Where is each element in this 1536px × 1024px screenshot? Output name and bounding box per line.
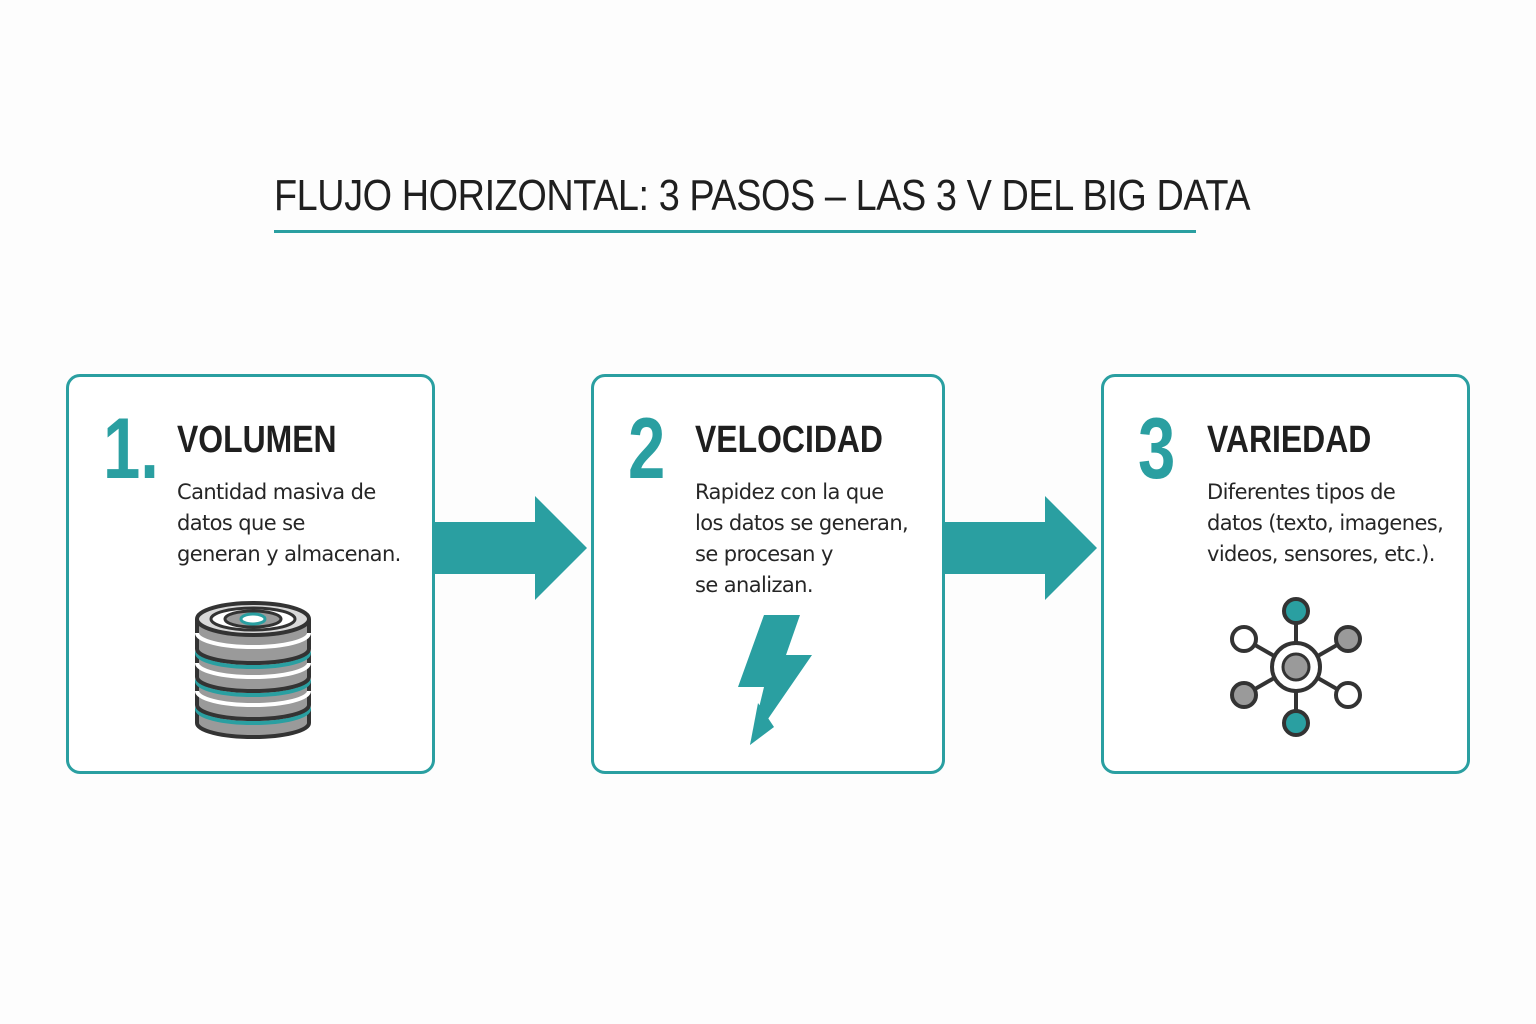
step-description: Rapidez con la que los datos se generan,…: [695, 477, 935, 601]
database-icon: [191, 597, 315, 750]
step-title: VARIEDAD: [1207, 419, 1372, 461]
step-title: VELOCIDAD: [695, 419, 883, 461]
description-line: se analizan.: [695, 573, 814, 597]
step-description: Cantidad masiva de datos que se generan …: [177, 477, 427, 570]
title-underline: [274, 230, 1196, 233]
step-description: Diferentes tipos de datos (texto, imagen…: [1207, 477, 1467, 570]
description-line: Diferentes tipos de: [1207, 480, 1396, 504]
lightning-bolt-icon: [734, 613, 814, 752]
description-line: Cantidad masiva de: [177, 480, 376, 504]
description-line: datos (texto, imagenes,: [1207, 511, 1444, 535]
step-title: VOLUMEN: [177, 419, 337, 461]
step-number: 2: [628, 401, 666, 497]
step-card-variedad: 3 VARIEDAD Diferentes tipos de datos (te…: [1101, 374, 1470, 774]
description-line: Rapidez con la que: [695, 480, 884, 504]
description-line: los datos se generan,: [695, 511, 909, 535]
title-block: FLUJO HORIZONTAL: 3 PASOS – LAS 3 V DEL …: [274, 170, 1251, 234]
arrow-right-icon: [943, 496, 1097, 605]
description-line: datos que se: [177, 511, 305, 535]
network-icon: [1228, 595, 1364, 744]
step-number: 1.: [103, 401, 159, 497]
description-line: se procesan y: [695, 542, 833, 566]
step-card-velocidad: 2 VELOCIDAD Rapidez con la que los datos…: [591, 374, 945, 774]
step-number: 3: [1138, 401, 1176, 497]
step-card-volumen: 1. VOLUMEN Cantidad masiva de datos que …: [66, 374, 435, 774]
description-line: videos, sensores, etc.).: [1207, 542, 1435, 566]
page-title: FLUJO HORIZONTAL: 3 PASOS – LAS 3 V DEL …: [274, 171, 1251, 220]
arrow-right-icon: [433, 496, 587, 605]
description-line: generan y almacenan.: [177, 542, 401, 566]
